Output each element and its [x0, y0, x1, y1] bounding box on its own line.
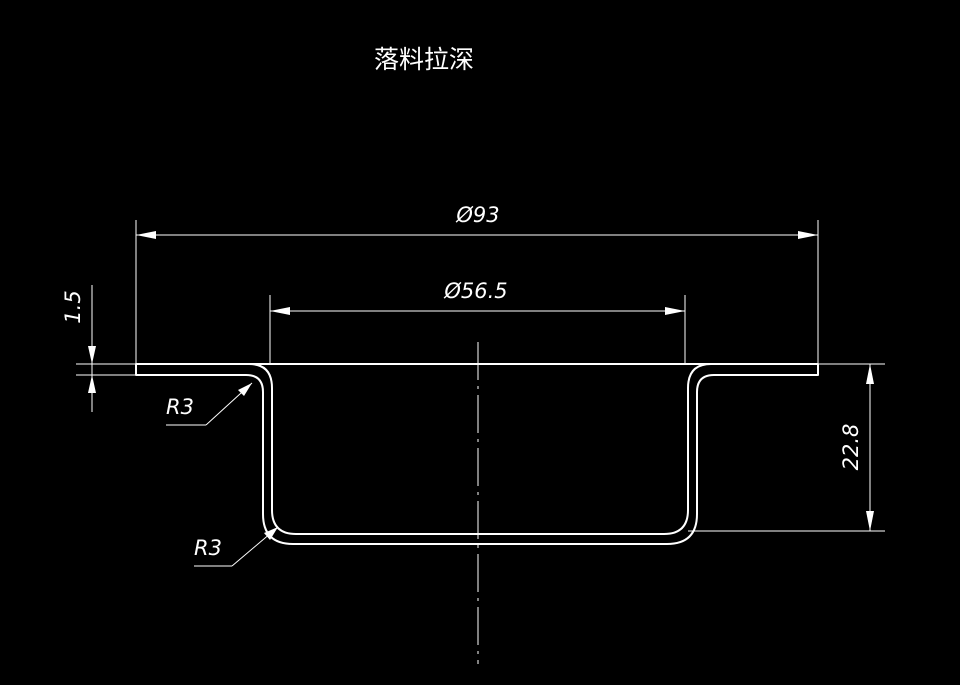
drawing-title: 落料拉深 — [374, 45, 474, 74]
upper-radius-label: R3 — [166, 395, 194, 419]
depth-dimension: 22.8 — [688, 363, 885, 532]
dimension-arrow — [866, 364, 874, 384]
thickness-label: 1.5 — [61, 290, 85, 323]
dimension-arrow — [88, 375, 96, 393]
dimension-arrow — [665, 307, 685, 315]
leader-arrow — [238, 383, 252, 396]
dimension-arrow — [88, 346, 96, 364]
dimension-arrow — [136, 231, 156, 239]
dimension-arrow — [798, 231, 818, 239]
thickness-dimension: 1.5 — [61, 285, 136, 412]
part-inner-profile — [248, 363, 712, 535]
lower-radius-leader: R3 — [194, 526, 279, 567]
part-outer-profile — [135, 363, 819, 545]
dimension-arrow — [270, 307, 290, 315]
outer-diameter-dimension: Ø93 — [135, 203, 819, 364]
leader-arrow — [264, 527, 278, 540]
inner-diameter-label: Ø56.5 — [443, 279, 507, 303]
dimension-arrow — [866, 511, 874, 531]
outer-diameter-label: Ø93 — [455, 203, 499, 227]
inner-diameter-dimension: Ø56.5 — [269, 279, 686, 364]
upper-radius-leader: R3 — [166, 382, 253, 426]
lower-radius-label: R3 — [194, 536, 222, 560]
depth-label: 22.8 — [839, 424, 863, 471]
